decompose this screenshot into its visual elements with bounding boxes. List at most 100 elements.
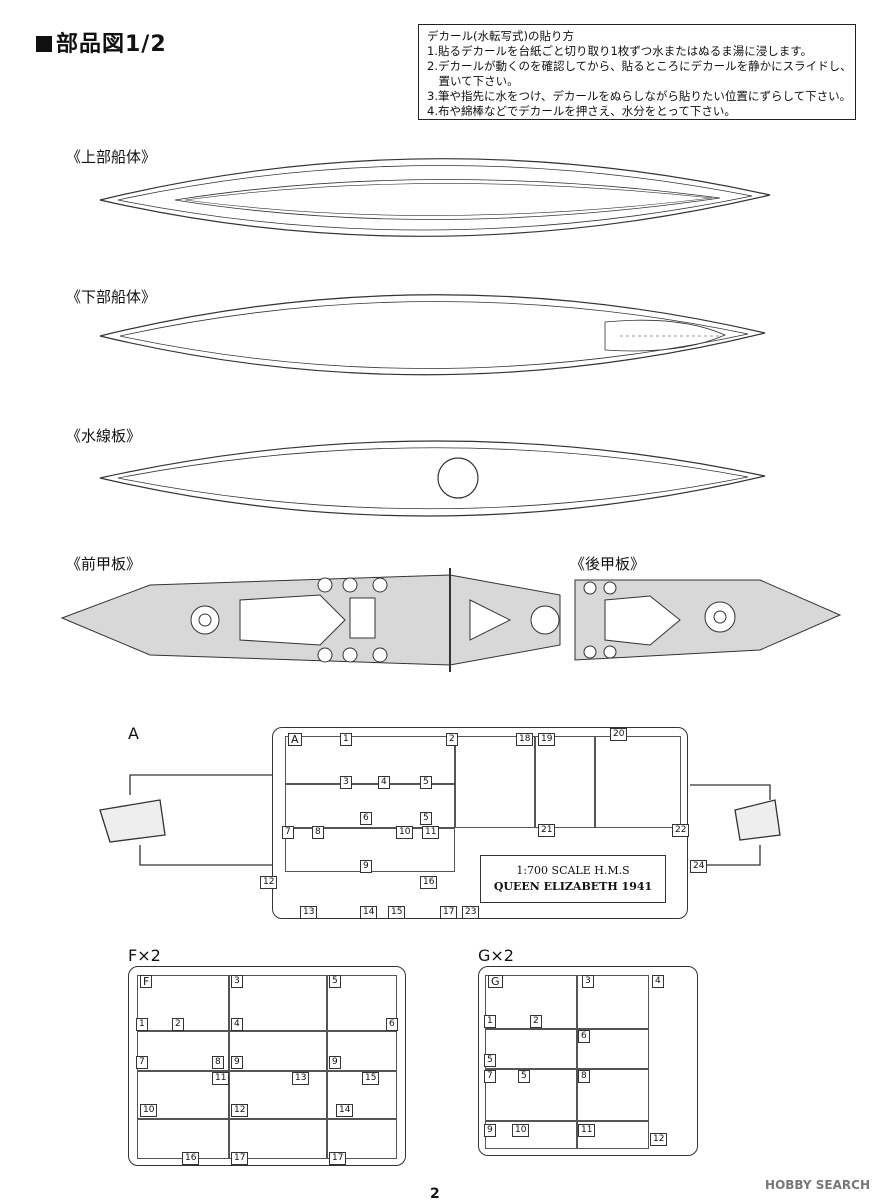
- decal-step: 3.筆や指先に水をつけ、デカールをぬらしながら貼りたい位置にずらして下さい。: [427, 89, 852, 103]
- part-number: 4: [231, 1018, 243, 1031]
- part-number: 5: [329, 975, 341, 988]
- watermark: HOBBY SEARCH: [765, 1178, 870, 1192]
- sprue-g-cell: [577, 1029, 649, 1069]
- part-number: 8: [312, 826, 324, 839]
- part-number: 10: [396, 826, 414, 839]
- scale-plate-line: 1:700 SCALE H.M.S: [516, 864, 630, 877]
- sprue-g-badge: G: [488, 975, 503, 988]
- part-number: 17: [329, 1152, 347, 1165]
- part-number: 15: [362, 1072, 380, 1085]
- decal-step: 置いて下さい。: [427, 74, 519, 88]
- sprue-g-cell: [485, 1069, 577, 1121]
- part-number: 2: [172, 1018, 184, 1031]
- part-number: 2: [446, 733, 458, 746]
- decal-step: 2.デカールが動くのを確認してから、貼るところにデカールを静かにスライドし、: [427, 59, 852, 73]
- part-number: 6: [386, 1018, 398, 1031]
- square-bullet-icon: [36, 36, 52, 52]
- part-number: 6: [578, 1030, 590, 1043]
- part-number: 10: [512, 1124, 530, 1137]
- part-number: 12: [650, 1133, 668, 1146]
- part-number: 1: [136, 1018, 148, 1031]
- sprue-a-cell: [285, 784, 455, 828]
- part-number: 3: [231, 975, 243, 988]
- sprue-f-letter: F×2: [128, 946, 161, 965]
- part-number: 22: [672, 824, 690, 837]
- sprue-f-cell: [327, 1031, 397, 1071]
- sprue-g-cell: [485, 1121, 577, 1149]
- part-number: 7: [484, 1070, 496, 1083]
- part-number: 17: [440, 906, 458, 919]
- lower-hull-drawing: [99, 294, 766, 376]
- part-number: 4: [652, 975, 664, 988]
- sprue-a-cell: [455, 736, 535, 828]
- sprue-f-badge: F: [140, 975, 153, 988]
- sprue-f-cell: [229, 975, 327, 1031]
- part-number: 16: [182, 1152, 200, 1165]
- fore-deck-drawing: [60, 568, 561, 672]
- upper-hull-label: 《上部船体》: [66, 148, 157, 166]
- decal-step: 1.貼るデカールを台紙ごと切り取り1枚ずつ水またはぬるま湯に浸します。: [427, 44, 813, 58]
- sprue-a-cell: [285, 736, 455, 784]
- aft-deck-drawing: [574, 579, 842, 661]
- part-number: 1: [484, 1015, 496, 1028]
- sprue-g-cell: [485, 1029, 577, 1069]
- sprue-f-cell: [327, 975, 397, 1031]
- sprue-a-runners: [99, 774, 781, 866]
- sprue-f-cell: [229, 1071, 327, 1119]
- part-number: 9: [329, 1056, 341, 1069]
- part-number: 11: [422, 826, 440, 839]
- part-number: 16: [420, 876, 438, 889]
- part-number: 5: [420, 776, 432, 789]
- part-number: 10: [140, 1104, 158, 1117]
- sprue-f-cell: [327, 1071, 397, 1119]
- part-number: 3: [582, 975, 594, 988]
- sprue-f-cell: [137, 1031, 229, 1071]
- sprue-f-frame: [128, 966, 406, 1166]
- sprue-a-cell: [535, 736, 595, 828]
- part-number: 19: [538, 733, 556, 746]
- part-number: 7: [282, 826, 294, 839]
- part-number: 5: [518, 1070, 530, 1083]
- waterline-plate-drawing: [99, 440, 766, 517]
- part-number: 11: [212, 1072, 230, 1085]
- part-number: 9: [360, 860, 372, 873]
- part-number: 21: [538, 824, 556, 837]
- sprue-g-cell: [577, 1069, 649, 1121]
- decal-instructions-box: デカール(水転写式)の貼り方 1.貼るデカールを台紙ごと切り取り1枚ずつ水または…: [418, 24, 856, 120]
- page-number: 2: [430, 1186, 440, 1202]
- page-title: 部品図1/2: [36, 26, 167, 58]
- sprue-f-cell: [327, 1119, 397, 1159]
- part-number: 23: [462, 906, 480, 919]
- part-number: 9: [231, 1056, 243, 1069]
- sprue-f-cell: [137, 1071, 229, 1119]
- scale-plate-line: QUEEN ELIZABETH 1941: [493, 880, 653, 893]
- part-number: 7: [136, 1056, 148, 1069]
- part-number: 14: [360, 906, 378, 919]
- part-number: 12: [260, 876, 278, 889]
- sprue-g-letter: G×2: [478, 946, 514, 965]
- part-number: 9: [484, 1124, 496, 1137]
- part-number: 15: [388, 906, 406, 919]
- part-number: 13: [300, 906, 318, 919]
- decal-step: 4.布や綿棒などでデカールを押さえ、水分をとって下さい。: [427, 104, 736, 118]
- scale-name-plate: 1:700 SCALE H.M.S QUEEN ELIZABETH 1941: [480, 855, 666, 903]
- page-title-text: 部品図1/2: [56, 32, 167, 57]
- fore-deck-label: 《前甲板》: [66, 555, 142, 573]
- waterline-plate-label: 《水線板》: [66, 427, 142, 445]
- decal-instructions-heading: デカール(水転写式)の貼り方: [427, 29, 574, 43]
- part-number: 5: [420, 812, 432, 825]
- upper-hull-drawing: [99, 158, 771, 237]
- sprue-g-cell: [577, 975, 649, 1029]
- part-number: 8: [212, 1056, 224, 1069]
- sprue-g-cell: [485, 975, 577, 1029]
- part-number: 3: [340, 776, 352, 789]
- part-number: 5: [484, 1054, 496, 1067]
- part-number: 18: [516, 733, 534, 746]
- sprue-g-frame: [478, 966, 698, 1156]
- part-number: 4: [378, 776, 390, 789]
- part-number: 2: [530, 1015, 542, 1028]
- part-number: 11: [578, 1124, 596, 1137]
- sprue-f-cell: [229, 1119, 327, 1159]
- sprue-g-cell: [577, 1121, 649, 1149]
